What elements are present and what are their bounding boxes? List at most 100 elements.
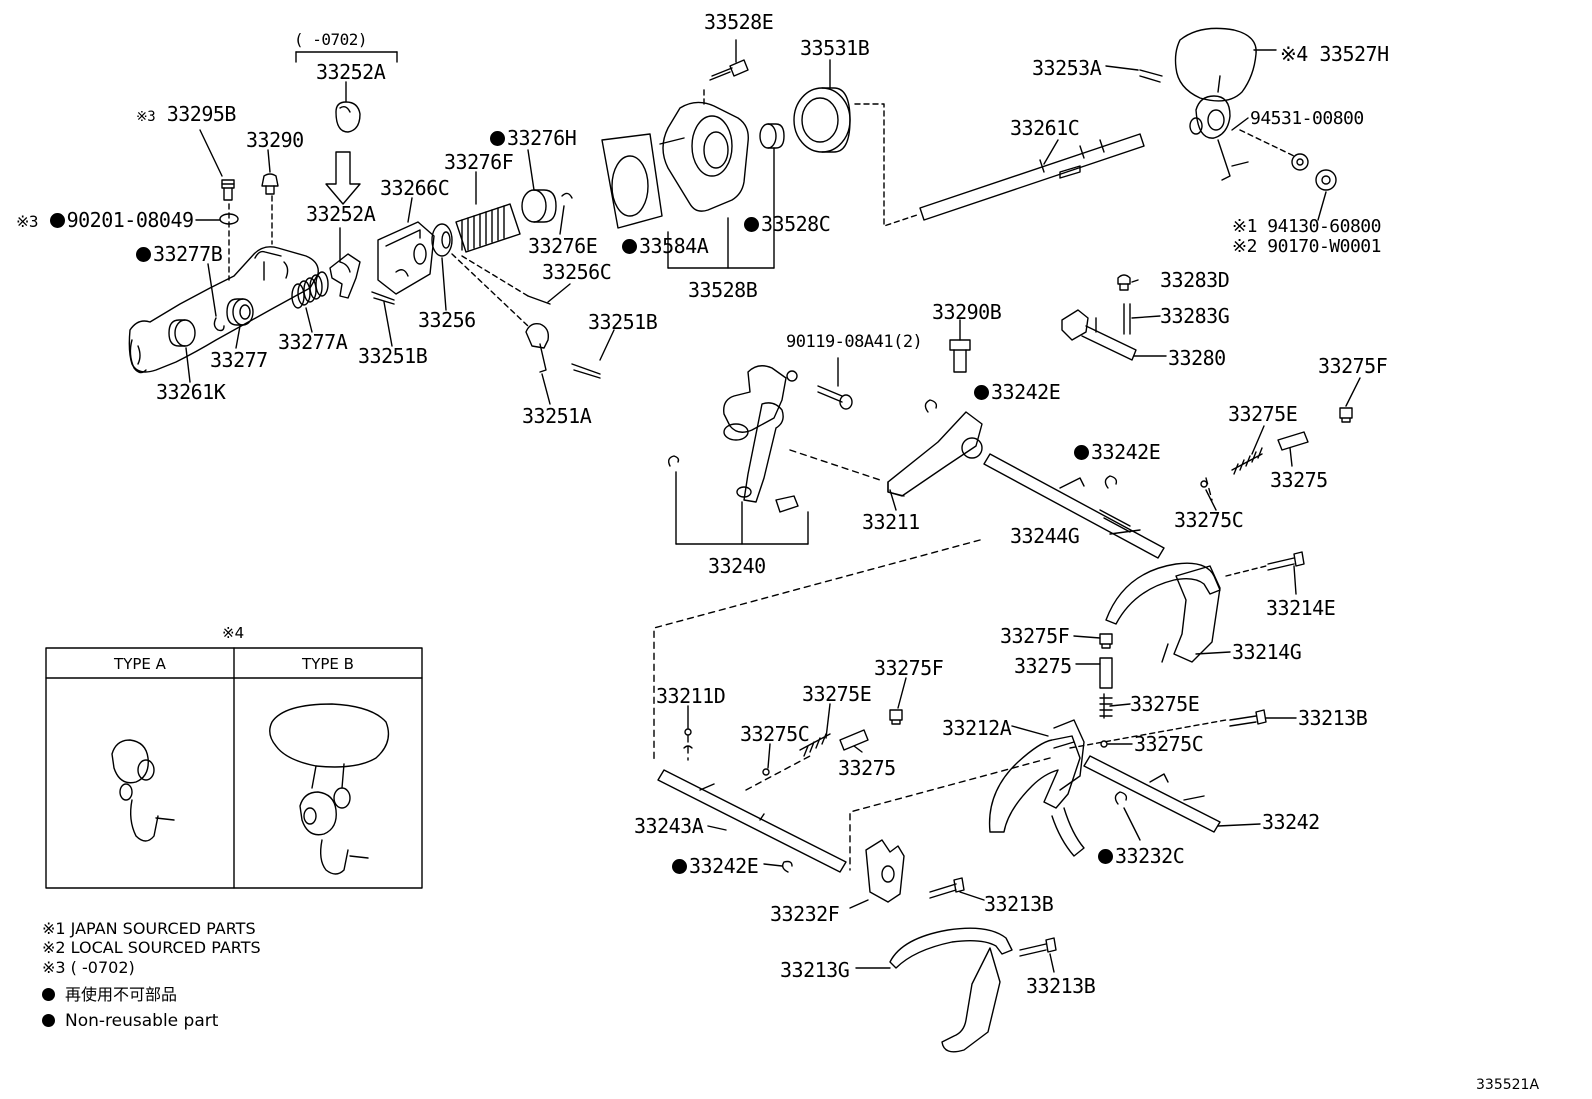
type-box-marker: ※4 bbox=[222, 624, 245, 642]
label-33242E-c: 33242E bbox=[672, 854, 759, 878]
part-33252A-top bbox=[325, 101, 361, 205]
part-33275C-b-ball bbox=[1100, 740, 1108, 748]
dashed-guides-main bbox=[653, 449, 1213, 871]
part-33242E-a-clip bbox=[924, 399, 938, 413]
part-33275F-a bbox=[1339, 407, 1353, 423]
non-reusable-dot bbox=[622, 239, 637, 254]
label-90170: ※2 90170-W0001 bbox=[1232, 238, 1381, 256]
label-33290B: 33290B bbox=[932, 300, 1002, 324]
label-33266C: 33266C bbox=[380, 176, 450, 200]
label-33275F-c: 33275F bbox=[874, 656, 944, 680]
part-33232F bbox=[865, 839, 905, 903]
bracket-33240 bbox=[675, 471, 809, 545]
label-90201-text: 90201-08049 bbox=[66, 208, 194, 232]
part-33212A bbox=[988, 719, 1085, 857]
legend-range: ※3 ( -0702) bbox=[42, 958, 135, 977]
label-33283D: 33283D bbox=[1160, 268, 1230, 292]
legend-local: ※2 LOCAL SOURCED PARTS bbox=[42, 938, 261, 957]
label-33251A: 33251A bbox=[522, 404, 592, 428]
part-33211D-b bbox=[683, 745, 693, 749]
type-b-heading: TYPE B bbox=[302, 655, 354, 673]
legend-non-reusable-jp-text: 再使用不可部品 bbox=[65, 985, 178, 1004]
part-33277 bbox=[226, 298, 254, 326]
figure-id: 335521A bbox=[1476, 1077, 1540, 1093]
part-33276E bbox=[561, 192, 573, 199]
label-33275C-b: 33275C bbox=[1134, 732, 1204, 756]
part-33275-a bbox=[1277, 431, 1309, 451]
label-33275-b: 33275 bbox=[1014, 654, 1072, 678]
label-33275F-b: 33275F bbox=[1000, 624, 1070, 648]
part-33527H bbox=[1174, 27, 1257, 102]
legend-non-reusable-en-text: Non-reusable part bbox=[65, 1011, 219, 1031]
label-33213B-b: 33213B bbox=[984, 892, 1054, 916]
label-90201: ※3 90201-08049 bbox=[16, 210, 194, 230]
label-33242E-a: 33242E bbox=[974, 382, 1061, 402]
part-33275C-c-ball bbox=[762, 768, 770, 776]
part-33251B-a bbox=[371, 291, 395, 305]
part-33275E-a bbox=[1231, 447, 1263, 475]
part-33253A bbox=[1139, 69, 1163, 83]
part-33243A bbox=[657, 769, 847, 873]
non-reusable-dot bbox=[49, 213, 65, 228]
label-33277B: 33277B bbox=[136, 244, 223, 264]
non-reusable-dot bbox=[744, 217, 759, 232]
non-reusable-dot bbox=[490, 131, 505, 146]
non-reusable-dot bbox=[42, 988, 55, 1001]
label-33214E: 33214E bbox=[1266, 596, 1336, 620]
part-33251B-b bbox=[571, 363, 601, 379]
label-33280: 33280 bbox=[1168, 346, 1226, 370]
label-33256C: 33256C bbox=[542, 260, 612, 284]
label-33240: 33240 bbox=[708, 554, 766, 578]
part-33276F bbox=[455, 203, 521, 253]
label-33295B: ※3 33295B bbox=[136, 104, 236, 124]
non-reusable-dot bbox=[672, 859, 687, 874]
label-33242: 33242 bbox=[1262, 810, 1320, 834]
dashed-33214E bbox=[1225, 565, 1267, 577]
label-33295B-text: 33295B bbox=[166, 102, 237, 126]
dashed-guides-left bbox=[228, 195, 529, 327]
part-33528E bbox=[709, 59, 749, 81]
part-33277A bbox=[291, 271, 329, 309]
part-33252A-mid bbox=[329, 253, 361, 299]
label-33275-a: 33275 bbox=[1270, 468, 1328, 492]
part-33214E bbox=[1267, 551, 1305, 571]
non-reusable-dot bbox=[974, 385, 989, 400]
label-90119: 90119-08A41(2) bbox=[786, 332, 923, 352]
non-reusable-dot bbox=[1098, 849, 1113, 864]
label-33275E-a: 33275E bbox=[1228, 402, 1298, 426]
label-33242E-b: 33242E bbox=[1074, 442, 1161, 462]
label-33275-c: 33275 bbox=[838, 756, 896, 780]
non-reusable-dot bbox=[42, 1014, 55, 1027]
label-33276H-text: 33276H bbox=[507, 126, 577, 150]
part-33283G bbox=[1123, 303, 1131, 335]
part-33232C-clip bbox=[1114, 791, 1128, 805]
label-33232F: 33232F bbox=[770, 902, 840, 926]
mark-3: ※3 bbox=[136, 109, 156, 125]
label-33213B-c: 33213B bbox=[1026, 974, 1096, 998]
label-33232C-text: 33232C bbox=[1115, 844, 1185, 868]
part-33277B bbox=[213, 317, 225, 332]
part-33528B bbox=[659, 101, 749, 212]
part-33251A bbox=[525, 322, 550, 373]
legend-non-reusable-en: Non-reusable part bbox=[42, 1013, 218, 1030]
part-33211D-ball bbox=[684, 728, 692, 736]
label-33528C-text: 33528C bbox=[761, 212, 831, 236]
label-33277: 33277 bbox=[210, 348, 268, 372]
bracket-33528B bbox=[667, 147, 775, 269]
label-33275F-a: 33275F bbox=[1318, 354, 1388, 378]
label-33242E-c-text: 33242E bbox=[689, 854, 759, 878]
part-33213B-a bbox=[1229, 709, 1267, 727]
part-33211 bbox=[887, 411, 983, 497]
label-0702-range: ( -0702) bbox=[294, 30, 368, 49]
part-33275F-b bbox=[1099, 633, 1113, 649]
mark-4: ※4 bbox=[1280, 42, 1308, 66]
label-33251B-a: 33251B bbox=[358, 344, 428, 368]
part-33213B-b bbox=[929, 877, 965, 899]
label-33253A: 33253A bbox=[1032, 56, 1102, 80]
part-33244G bbox=[983, 453, 1165, 559]
part-33275C-a-ball bbox=[1200, 480, 1208, 488]
mark-1: ※1 bbox=[1232, 216, 1257, 237]
label-33528E: 33528E bbox=[704, 10, 774, 34]
part-33266C bbox=[377, 221, 435, 295]
